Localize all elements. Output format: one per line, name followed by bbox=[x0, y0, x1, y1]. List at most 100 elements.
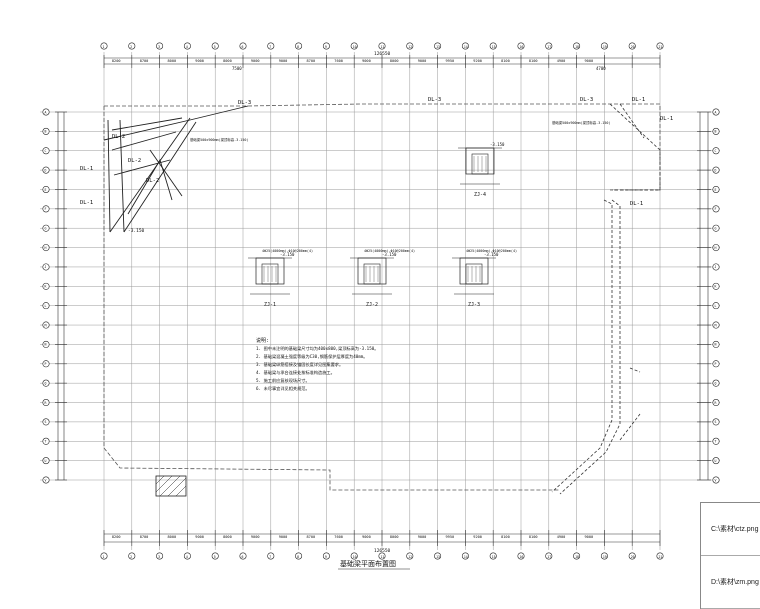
row-grid-label: L bbox=[45, 304, 47, 308]
row-grid-label: H bbox=[45, 246, 47, 250]
grid-bubble bbox=[128, 42, 136, 50]
row-grid-label: L bbox=[715, 304, 717, 308]
right-diagonal-beam bbox=[551, 103, 661, 495]
row-grid-label: C bbox=[715, 149, 717, 153]
row-grid-label: F bbox=[45, 207, 47, 211]
col-grid-label: 13 bbox=[436, 45, 440, 49]
beam-label: DL-3 bbox=[580, 97, 593, 103]
pile-cap-outline bbox=[255, 257, 285, 285]
grid-bubble bbox=[712, 321, 720, 329]
segment-dimension-top: 9200 bbox=[473, 59, 482, 63]
elevation-label: -3.150 bbox=[382, 252, 397, 257]
grid-bubble bbox=[267, 42, 275, 50]
left-bracing-beams bbox=[103, 105, 249, 233]
grid-bubble bbox=[128, 552, 136, 560]
grid-bubble bbox=[600, 42, 608, 50]
segment-dimension-top: 8700 bbox=[307, 59, 316, 63]
segment-dimension-top: 4900 bbox=[557, 59, 566, 63]
grid-bubble bbox=[42, 224, 50, 232]
segment-dimension-bottom: 8100 bbox=[501, 535, 510, 539]
grid-bubble bbox=[267, 552, 275, 560]
elevation-label: -3.150 bbox=[490, 142, 505, 147]
col-grid-label: 14 bbox=[464, 555, 468, 559]
segment-dimension-top: 8200 bbox=[112, 59, 121, 63]
elevation-label: -3.150 bbox=[280, 252, 295, 257]
row-grid-label: U bbox=[45, 459, 47, 463]
grid-bubble bbox=[712, 457, 720, 465]
grid-bubble bbox=[712, 224, 720, 232]
segment-dimension-top: 7600 bbox=[334, 59, 343, 63]
grid-bubble bbox=[712, 166, 720, 174]
row-grid-label: N bbox=[45, 343, 47, 347]
row-grid-label: B bbox=[715, 130, 717, 134]
segment-dimension-top: 8000 bbox=[168, 59, 177, 63]
segment-dimension-bottom: 8000 bbox=[223, 535, 232, 539]
col-grid-label: 2 bbox=[130, 555, 132, 559]
grid-bubble bbox=[628, 42, 636, 50]
row-grid-label: A bbox=[715, 110, 717, 114]
grid-bubble bbox=[712, 185, 720, 193]
col-grid-label: 5 bbox=[214, 45, 216, 49]
overall-dimension-top: 126550 bbox=[374, 51, 391, 57]
row-grid-label: V bbox=[45, 478, 47, 482]
pile-cap-detail: ZJ-1-3.150 bbox=[248, 252, 295, 308]
segment-dimension-bottom: 4900 bbox=[557, 535, 566, 539]
beam-label: DL-3 bbox=[428, 97, 441, 103]
col-grid-label: 12 bbox=[408, 555, 412, 559]
grid-bubble bbox=[712, 399, 720, 407]
grid-bubble bbox=[42, 127, 50, 135]
segment-dimension-top: 8000 bbox=[390, 59, 399, 63]
grid-bubble bbox=[156, 42, 164, 50]
row-grid-label: C bbox=[45, 149, 47, 153]
col-grid-label: 2 bbox=[130, 45, 132, 49]
pile-cap-inner bbox=[363, 263, 381, 285]
col-grid-label: 11 bbox=[381, 555, 385, 559]
grid-bubble bbox=[517, 42, 525, 50]
note-line: 4. 基础梁与承台连接处按标准构造施工。 bbox=[256, 369, 335, 376]
grid-bubble bbox=[42, 263, 50, 271]
file-row-2[interactable]: D:\素材\zm.png bbox=[701, 556, 760, 609]
row-grid-label: G bbox=[45, 227, 47, 231]
file-row-1[interactable]: C:\素材\ctz.png bbox=[701, 503, 760, 556]
grid-bubble bbox=[545, 42, 553, 50]
beam-label: DL-2 bbox=[128, 158, 141, 164]
col-grid-label: 16 bbox=[520, 555, 524, 559]
row-grid-label: T bbox=[45, 440, 47, 444]
row-grid-label: R bbox=[715, 401, 717, 405]
grid-bubble bbox=[656, 552, 664, 560]
note-line: 5. 施工前应复核现场尺寸。 bbox=[256, 377, 310, 384]
segment-dimension-bottom: 8200 bbox=[112, 535, 121, 539]
column-grid-bubbles bbox=[100, 42, 664, 560]
dimension-lines bbox=[55, 55, 711, 546]
segment-dimension-bottom: 8700 bbox=[307, 535, 316, 539]
grid-bubble bbox=[42, 302, 50, 310]
row-grid-label: S bbox=[715, 420, 717, 424]
grid-bubble bbox=[42, 457, 50, 465]
grid-bubble bbox=[573, 42, 581, 50]
grid-bubble bbox=[712, 127, 720, 135]
col-grid-label: 1 bbox=[103, 555, 105, 559]
grid-bubble bbox=[600, 552, 608, 560]
segment-dimension-top: 9000 bbox=[279, 59, 288, 63]
col-grid-label: 3 bbox=[158, 45, 160, 49]
pile-cap-outline bbox=[459, 257, 489, 285]
beam-label: DL-2 bbox=[146, 178, 159, 184]
horizontal-grid-lines bbox=[40, 111, 720, 481]
col-grid-label: 18 bbox=[575, 555, 579, 559]
segment-dimension-top: 9000 bbox=[418, 59, 427, 63]
row-grid-label: S bbox=[45, 420, 47, 424]
grid-bubble bbox=[406, 552, 414, 560]
col-grid-label: 20 bbox=[631, 555, 635, 559]
row-grid-label: T bbox=[715, 440, 717, 444]
beam-label: DL-1 bbox=[80, 200, 93, 206]
row-grid-label: P bbox=[45, 362, 47, 366]
segment-dimension-top: 9000 bbox=[251, 59, 260, 63]
grid-bubble bbox=[712, 263, 720, 271]
grid-bubble bbox=[406, 42, 414, 50]
row-grid-label: D bbox=[715, 168, 717, 172]
grid-bubble bbox=[712, 302, 720, 310]
grid-bubble bbox=[42, 476, 50, 484]
segment-dimension-bottom: 9000 bbox=[585, 535, 594, 539]
row-grid-label: F bbox=[715, 207, 717, 211]
grid-bubble bbox=[42, 360, 50, 368]
